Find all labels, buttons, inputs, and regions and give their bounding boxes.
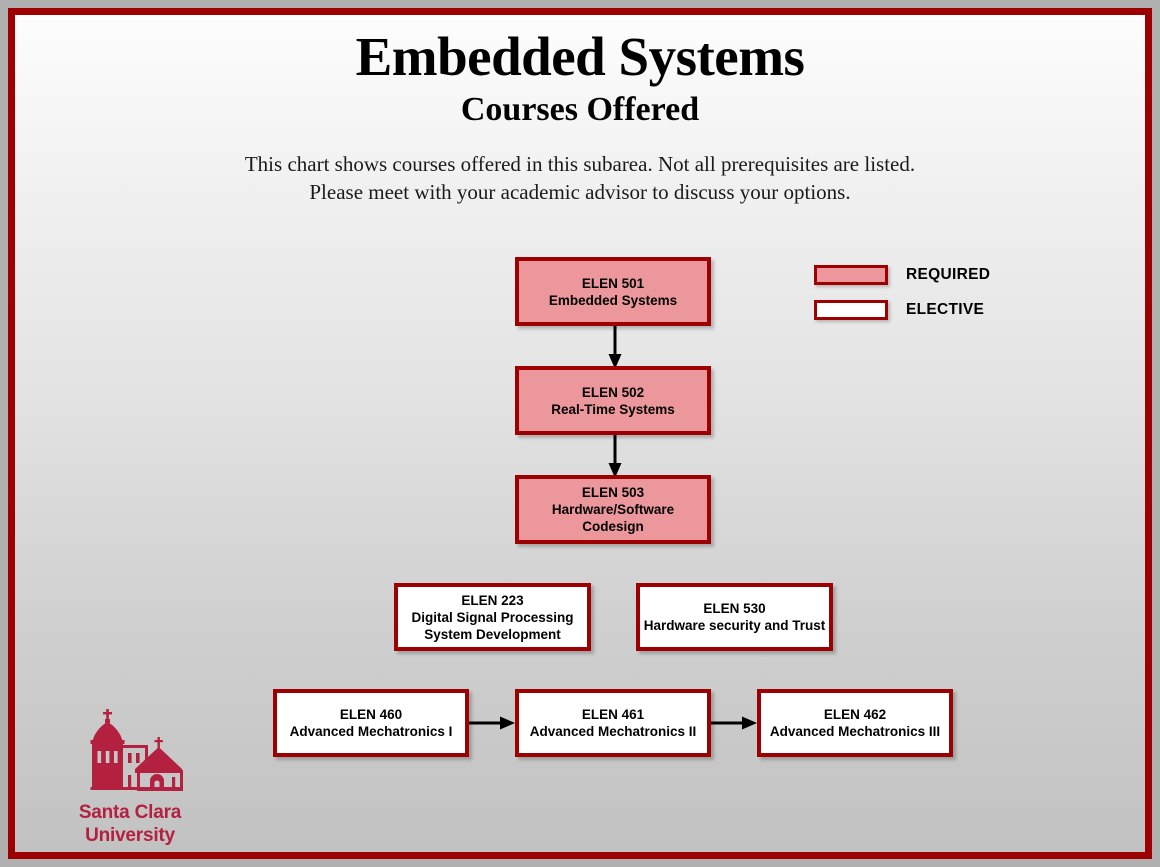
course-name: Digital Signal Processing — [411, 609, 574, 625]
course-box-elen502[interactable]: ELEN 502 Real-Time Systems — [515, 366, 711, 435]
course-name: Advanced Mechatronics I — [289, 724, 453, 739]
arrow-elen501-to-elen502 — [608, 323, 622, 369]
university-logo: Santa Clara University — [60, 707, 200, 847]
course-box-elen501[interactable]: ELEN 501 Embedded Systems — [515, 257, 711, 326]
course-name: Real-Time Systems — [551, 401, 675, 417]
page-subtitle: Courses Offered — [460, 91, 700, 128]
mission-church-icon — [90, 709, 183, 791]
course-code: ELEN 460 — [339, 707, 403, 722]
course-name-line2: System Development — [424, 626, 561, 642]
course-code: ELEN 502 — [581, 384, 645, 400]
course-name: Advanced Mechatronics III — [769, 724, 941, 739]
logo-line-1: Santa Clara — [78, 802, 182, 823]
course-box-elen530[interactable]: ELEN 530 Hardware security and Trust — [636, 583, 833, 651]
logo-line-2: University — [85, 825, 175, 846]
chart-note-line-2: Please meet with your academic advisor t… — [309, 180, 851, 204]
arrow-elen502-to-elen503 — [608, 432, 622, 478]
chart-note-line-1: This chart shows courses offered in this… — [244, 152, 916, 176]
arrow-elen460-to-elen461 — [467, 716, 515, 730]
course-code: ELEN 503 — [581, 485, 645, 500]
course-name: Hardware security and Trust — [643, 618, 826, 633]
logo-wordmark: Santa Clara University — [60, 801, 200, 847]
arrow-elen461-to-elen462 — [709, 716, 757, 730]
legend-item-required: REQUIRED — [814, 265, 990, 285]
course-name: Hardware/Software — [551, 502, 675, 517]
legend-label-required: REQUIRED — [906, 266, 991, 283]
course-code: ELEN 223 — [461, 592, 524, 608]
course-box-elen460[interactable]: ELEN 460 Advanced Mechatronics I — [273, 689, 469, 757]
legend-swatch-required — [814, 265, 888, 285]
course-code: ELEN 530 — [703, 601, 766, 616]
course-name-line2: Codesign — [582, 519, 644, 534]
legend-item-elective: ELECTIVE — [814, 300, 984, 320]
course-name: Advanced Mechatronics II — [529, 724, 697, 739]
chart-note: This chart shows courses offered in this… — [15, 150, 1145, 206]
poster-frame: Embedded Systems Courses Offered This ch… — [8, 8, 1152, 859]
course-name: Embedded Systems — [548, 292, 678, 308]
page-title: Embedded Systems — [355, 26, 805, 87]
course-code: ELEN 501 — [581, 275, 645, 291]
title-block: Embedded Systems Courses Offered — [15, 25, 1145, 131]
course-box-elen461[interactable]: ELEN 461 Advanced Mechatronics II — [515, 689, 711, 757]
course-box-elen223[interactable]: ELEN 223 Digital Signal Processing Syste… — [394, 583, 591, 651]
course-box-elen462[interactable]: ELEN 462 Advanced Mechatronics III — [757, 689, 953, 757]
legend-label-elective: ELECTIVE — [906, 301, 985, 318]
course-code: ELEN 461 — [581, 707, 645, 722]
legend-swatch-elective — [814, 300, 888, 320]
course-box-elen503[interactable]: ELEN 503 Hardware/Software Codesign — [515, 475, 711, 544]
poster-canvas: Embedded Systems Courses Offered This ch… — [15, 15, 1145, 852]
course-code: ELEN 462 — [823, 707, 887, 722]
